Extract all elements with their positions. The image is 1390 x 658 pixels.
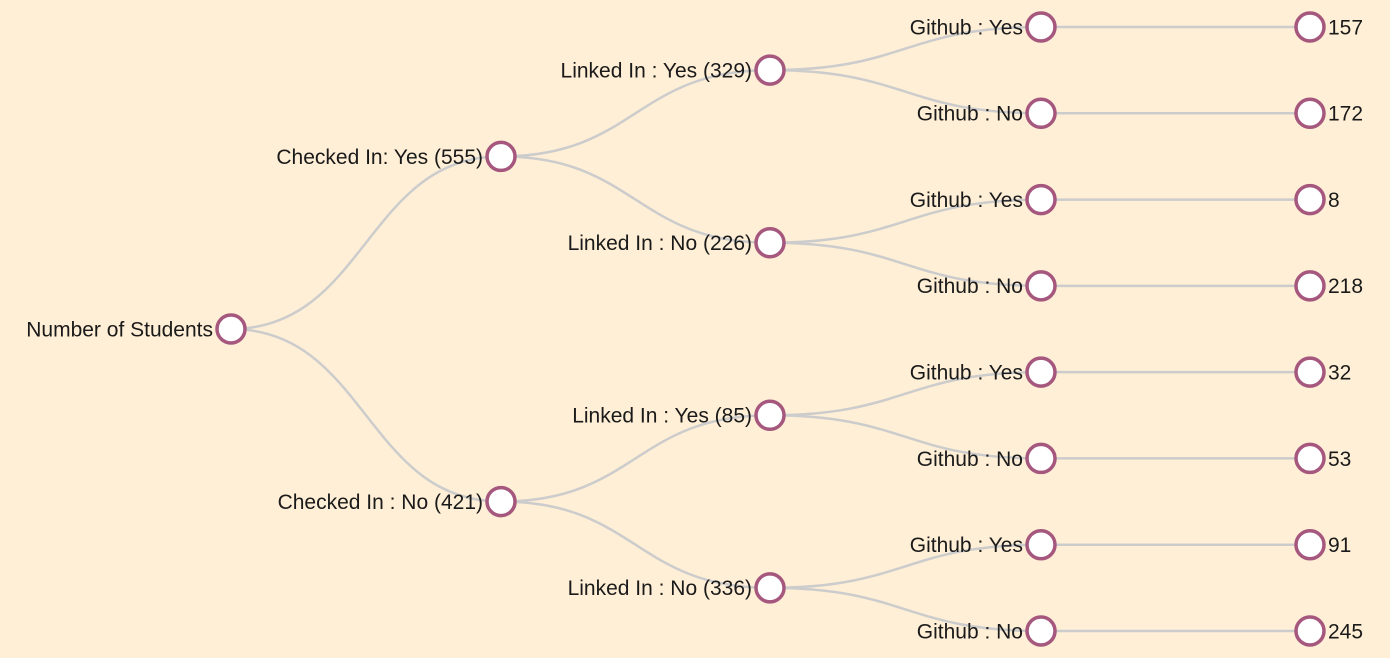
tree-node-number-of-students[interactable]: Number of Students (26, 313, 247, 345)
tree-link (500, 500, 771, 590)
node-circle[interactable] (754, 226, 786, 259)
tree-node-91[interactable]: 91 (1294, 528, 1351, 561)
node-label: Github : Yes (910, 534, 1023, 557)
node-label: Github : Yes (910, 189, 1023, 212)
node-circle[interactable] (485, 485, 517, 518)
tree-node-github-no[interactable]: Github : No (917, 615, 1057, 647)
tree-node-checked-in-no-421[interactable]: Checked In : No (421) (278, 485, 517, 518)
node-label: Github : Yes (910, 361, 1023, 384)
tree-link (230, 155, 502, 331)
tree-node-checked-in-yes-555[interactable]: Checked In: Yes (555) (276, 140, 517, 173)
node-circle[interactable] (1294, 356, 1326, 388)
node-label: Checked In: Yes (555) (276, 146, 483, 169)
node-circle[interactable] (1294, 11, 1326, 43)
tree-node-github-no[interactable]: Github : No (917, 442, 1057, 475)
tree-node-157[interactable]: 157 (1294, 11, 1363, 43)
tree-node-245[interactable]: 245 (1294, 615, 1363, 647)
node-circle[interactable] (754, 399, 786, 432)
leaf-count-label: 53 (1328, 448, 1351, 471)
node-circle[interactable] (754, 572, 786, 604)
leaf-count-label: 245 (1328, 620, 1363, 643)
node-label: Linked In : Yes (85) (572, 405, 752, 428)
tree-node-linked-in-no-336[interactable]: Linked In : No (336) (568, 572, 786, 604)
tree-link (769, 241, 1042, 288)
node-circle[interactable] (485, 140, 517, 173)
tree-link (230, 327, 502, 503)
node-circle[interactable] (754, 54, 786, 86)
leaf-count-label: 172 (1328, 103, 1363, 126)
node-label: Github : No (917, 448, 1023, 471)
node-circle[interactable] (1294, 97, 1326, 130)
tree-node-github-yes[interactable]: Github : Yes (910, 183, 1057, 216)
node-circle[interactable] (1294, 442, 1326, 475)
node-label: Linked In : No (226) (568, 232, 752, 255)
leaf-count-label: 157 (1328, 16, 1363, 39)
tree-node-github-no[interactable]: Github : No (917, 270, 1057, 302)
tree-link (769, 25, 1042, 72)
node-circle[interactable] (1294, 270, 1326, 302)
tree-link (769, 198, 1042, 244)
tree-node-github-yes[interactable]: Github : Yes (910, 528, 1057, 561)
node-circle[interactable] (1294, 528, 1326, 561)
leaf-count-label: 218 (1328, 275, 1363, 298)
node-circle[interactable] (1294, 183, 1326, 216)
tree-node-32[interactable]: 32 (1294, 356, 1351, 388)
node-label: Linked In : No (336) (568, 577, 752, 600)
node-label: Github : No (917, 275, 1023, 298)
tree-link (769, 68, 1042, 115)
tree-link (769, 370, 1042, 417)
node-label: Github : No (917, 103, 1023, 126)
tree-link (500, 414, 771, 503)
leaf-count-label: 8 (1328, 189, 1340, 212)
node-label: Github : Yes (910, 16, 1023, 39)
node-circle[interactable] (1025, 97, 1057, 130)
node-label: Linked In : Yes (329) (561, 59, 752, 82)
node-circle[interactable] (1294, 615, 1326, 647)
node-label: Github : No (917, 620, 1023, 643)
tree-node-github-yes[interactable]: Github : Yes (910, 11, 1057, 43)
tree-link (500, 68, 771, 158)
tree-link (769, 414, 1042, 460)
node-circle[interactable] (1025, 615, 1057, 647)
node-label: Checked In : No (421) (278, 491, 483, 514)
leaf-count-label: 32 (1328, 361, 1351, 384)
node-circle[interactable] (1025, 11, 1057, 43)
node-circle[interactable] (215, 313, 247, 345)
node-label: Number of Students (26, 318, 213, 341)
node-circle[interactable] (1025, 183, 1057, 216)
tree-node-53[interactable]: 53 (1294, 442, 1351, 475)
node-circle[interactable] (1025, 442, 1057, 475)
tree-node-8[interactable]: 8 (1294, 183, 1340, 216)
tree-node-linked-in-yes-329[interactable]: Linked In : Yes (329) (561, 54, 786, 86)
tree-node-172[interactable]: 172 (1294, 97, 1363, 130)
tree-node-github-no[interactable]: Github : No (917, 97, 1057, 130)
tree-links (230, 25, 1310, 633)
tree-node-linked-in-no-226[interactable]: Linked In : No (226) (568, 226, 786, 259)
tree-node-linked-in-yes-85[interactable]: Linked In : Yes (85) (572, 399, 786, 432)
leaf-count-label: 91 (1328, 534, 1351, 557)
tree-link (500, 155, 771, 244)
tree-link (769, 586, 1042, 633)
node-circle[interactable] (1025, 528, 1057, 561)
node-circle[interactable] (1025, 270, 1057, 302)
tree-node-github-yes[interactable]: Github : Yes (910, 356, 1057, 388)
tree-link (769, 543, 1042, 590)
tree-nodes: Number of Students Checked In: Yes (555) L… (26, 11, 1363, 647)
node-circle[interactable] (1025, 356, 1057, 388)
tree-node-218[interactable]: 218 (1294, 270, 1363, 302)
